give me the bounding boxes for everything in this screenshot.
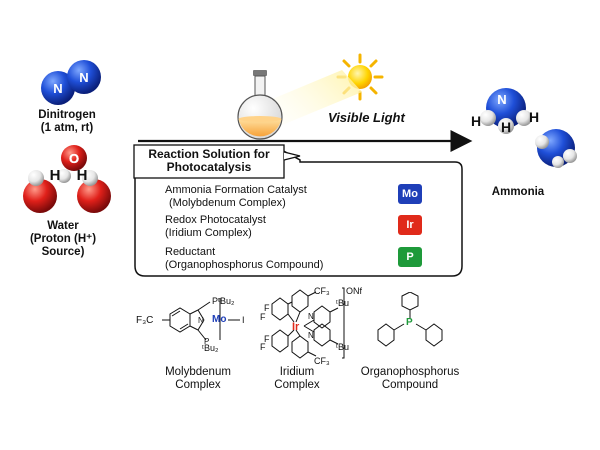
ir-f-label-1: F	[264, 303, 270, 313]
ammonia-h-label-1: H	[471, 113, 481, 129]
mo-tbu2-bottom: ᵗBu₂	[202, 343, 219, 353]
ammonia-h-1a	[480, 110, 496, 126]
ir-caption-line2: Complex	[274, 379, 320, 391]
component-photocatalyst: Redox Photocatalyst (Iridium Complex)	[165, 214, 266, 239]
water-name: Water	[47, 220, 79, 232]
ir-badge: Ir	[398, 215, 422, 235]
water-role-line1: (Proton (H⁺)	[29, 233, 97, 245]
water-label: Water (Proton (H⁺) Source)	[18, 220, 108, 259]
o-label: O	[69, 151, 79, 166]
dinitrogen-label: Dinitrogen (1 atm, rt)	[22, 109, 112, 135]
p-caption-line1: Organophosphorus	[360, 366, 460, 378]
mo-caption: Molybdenum Complex	[158, 366, 238, 392]
bubble-title-line1: Reaction Solution for	[148, 147, 270, 161]
bubble-title: Reaction Solution for Photocatalysis	[134, 148, 284, 174]
hydrogen-atom-2	[82, 170, 98, 186]
p-caption: Organophosphorus Compound	[354, 366, 466, 392]
ir-n-label-1: N	[308, 312, 314, 321]
mo-metal-label: Mo	[212, 314, 226, 325]
ir-f-label-2: F	[260, 312, 266, 322]
n-label-1: N	[53, 81, 62, 96]
hydrogen-atom-1	[28, 170, 44, 186]
water-role-line2: Source)	[41, 246, 85, 258]
oxygen-atom-right	[77, 179, 111, 213]
ammonia-molecules: N H H H	[471, 88, 577, 168]
light-beam	[270, 70, 362, 128]
ammonia-n-label: N	[497, 92, 506, 107]
ammonia-h-label-3: H	[529, 109, 539, 125]
ir-cf3-top: CF₃	[314, 286, 330, 296]
ir-metal-label: Ir	[292, 321, 300, 333]
mo-caption-line1: Molybdenum	[165, 366, 231, 378]
component-catalyst-name: Ammonia Formation Catalyst	[165, 184, 307, 196]
component-photocatalyst-type: (Iridium Complex)	[165, 226, 252, 239]
component-photocatalyst-name: Redox Photocatalyst	[165, 214, 266, 226]
molybdenum-structure: F₃C Mo PᵗBu₂ ᵗBu₂ I N P	[136, 296, 245, 353]
ir-f-label-4: F	[260, 342, 266, 352]
component-catalyst: Ammonia Formation Catalyst (Molybdenum C…	[165, 184, 307, 209]
component-reductant: Reductant (Organophosphorus Compound)	[165, 246, 323, 271]
component-reductant-type: (Organophosphorus Compound)	[165, 258, 324, 271]
component-catalyst-type: (Molybdenum Complex)	[169, 196, 286, 209]
mo-cf3-label: F₃C	[136, 315, 153, 326]
p-badge: P	[398, 247, 422, 267]
h-label-1: H	[50, 167, 61, 184]
mo-caption-line2: Complex	[175, 379, 221, 391]
ir-n-label-2: N	[308, 331, 314, 340]
ir-caption-line1: Iridium	[279, 366, 315, 378]
ir-cf3-bottom: CF₃	[314, 356, 330, 366]
p-atom-label: P	[406, 317, 413, 328]
mo-n-label: N	[198, 316, 204, 325]
mo-iodide-label: I	[242, 315, 245, 325]
dinitrogen-conditions: (1 atm, rt)	[40, 122, 94, 134]
mo-p-label: P	[204, 337, 209, 346]
oxygen-atom-left	[23, 179, 57, 213]
bubble-title-line2: Photocatalysis	[166, 160, 252, 174]
ir-f-label-3: F	[264, 334, 270, 344]
n-label-2: N	[79, 70, 88, 85]
oxygen-atom-top	[61, 145, 87, 171]
mo-ptbu2-top: PᵗBu₂	[212, 296, 235, 306]
nitrogen-atom-1	[41, 71, 75, 105]
iridium-structure: F F F F CF₃ CF₃ Ir ᵗBu ᵗBu ONf N N	[260, 286, 363, 366]
ammonia-label: Ammonia	[491, 186, 545, 198]
flask-icon	[237, 70, 283, 140]
ir-tbu-bottom: ᵗBu	[336, 342, 349, 352]
dinitrogen-molecule: N N	[41, 60, 101, 105]
water-molecule: O H H	[23, 145, 111, 213]
ammonia-h-1c	[516, 110, 532, 126]
ir-onf-label: ONf	[346, 286, 363, 296]
ir-caption: Iridium Complex	[262, 366, 332, 392]
hydrogen-atom-3	[57, 169, 71, 183]
component-reductant-name: Reductant	[165, 246, 216, 258]
nitrogen-atom-2	[67, 60, 101, 94]
ammonia-h-label-2: H	[501, 119, 511, 135]
h-label-2: H	[77, 167, 88, 184]
visible-light-label: Visible Light	[328, 110, 405, 125]
mo-badge: Mo	[398, 184, 422, 204]
ammonia-h-1b	[498, 118, 514, 134]
bubble-title-box	[133, 144, 285, 179]
ir-tbu-top: ᵗBu	[336, 298, 349, 308]
organophosphorus-structure: P	[377, 292, 443, 347]
p-caption-line2: Compound	[381, 379, 439, 391]
dinitrogen-name: Dinitrogen	[38, 109, 96, 121]
